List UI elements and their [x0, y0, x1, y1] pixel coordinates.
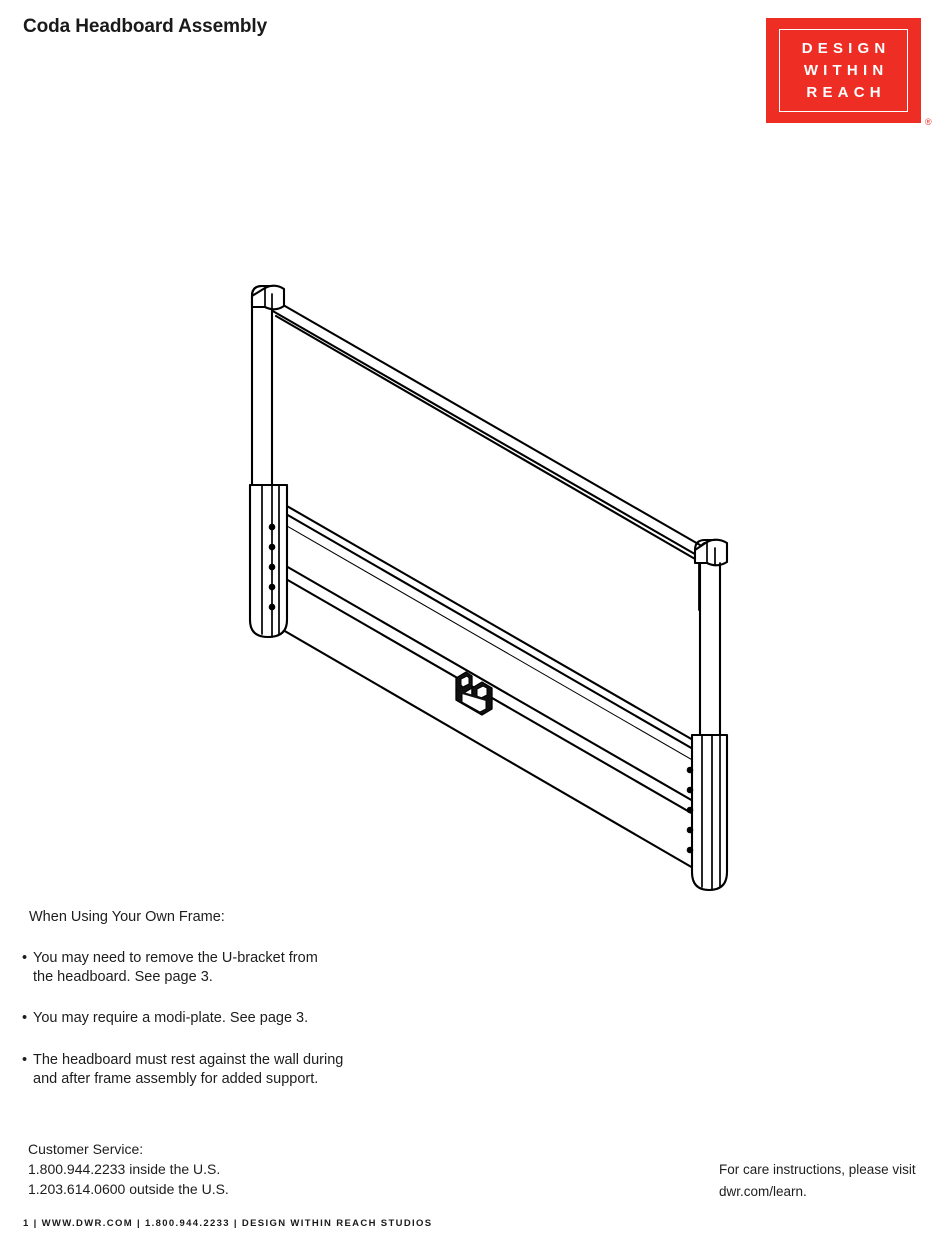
right-post-upper	[698, 540, 722, 737]
note-text: The headboard must rest against the wall…	[33, 1051, 344, 1087]
right-post-holes	[686, 766, 694, 854]
right-post-lower	[690, 733, 729, 892]
bullet-icon: •	[22, 949, 28, 966]
note-text: You may need to remove the U-bracket fro…	[33, 949, 318, 986]
left-post	[248, 284, 289, 639]
logo-line-within: WITHIN	[803, 62, 889, 79]
left-post-holes	[268, 523, 276, 611]
footer-bar: 1 | WWW.DWR.COM | 1.800.944.2233 | DESIG…	[23, 1218, 433, 1229]
bullet-icon: •	[22, 1010, 28, 1027]
headboard-illustration	[0, 260, 950, 910]
headboard-diagram-svg	[248, 284, 729, 892]
u-bracket-icon	[455, 671, 493, 716]
left-post-lower	[248, 483, 289, 639]
right-post-cap	[693, 538, 729, 567]
notes-section: When Using Your Own Frame: • You may nee…	[22, 908, 442, 1111]
right-post	[690, 538, 729, 892]
note-text: You may require a modi-plate. See page 3…	[33, 1010, 309, 1027]
logo-wordmark: DESIGN WITHIN REACH	[766, 18, 921, 123]
registered-trademark-icon: ®	[925, 117, 932, 127]
customer-service-block: Customer Service: 1.800.944.2233 inside …	[28, 1141, 229, 1197]
logo-inner-border	[779, 29, 908, 112]
note-item: • You may need to remove the U-bracket f…	[22, 949, 442, 988]
notes-heading: When Using Your Own Frame:	[29, 909, 225, 925]
headboard-panel	[272, 314, 699, 605]
page-title: Coda Headboard Assembly	[23, 16, 268, 37]
note-item: • The headboard must rest against the wa…	[22, 1051, 442, 1090]
bullet-icon: •	[22, 1051, 28, 1068]
left-post-upper	[250, 284, 274, 487]
note-item: • You may require a modi-plate. See page…	[22, 1009, 442, 1028]
logo-line-reach: REACH	[806, 84, 886, 101]
top-rail	[269, 296, 704, 565]
mid-band-face	[279, 522, 700, 805]
dwr-logo: DESIGN WITHIN REACH	[766, 18, 921, 123]
logo-line-design: DESIGN	[801, 40, 891, 57]
care-instructions-block: For care instructions, please visit dwr.…	[719, 1162, 916, 1199]
